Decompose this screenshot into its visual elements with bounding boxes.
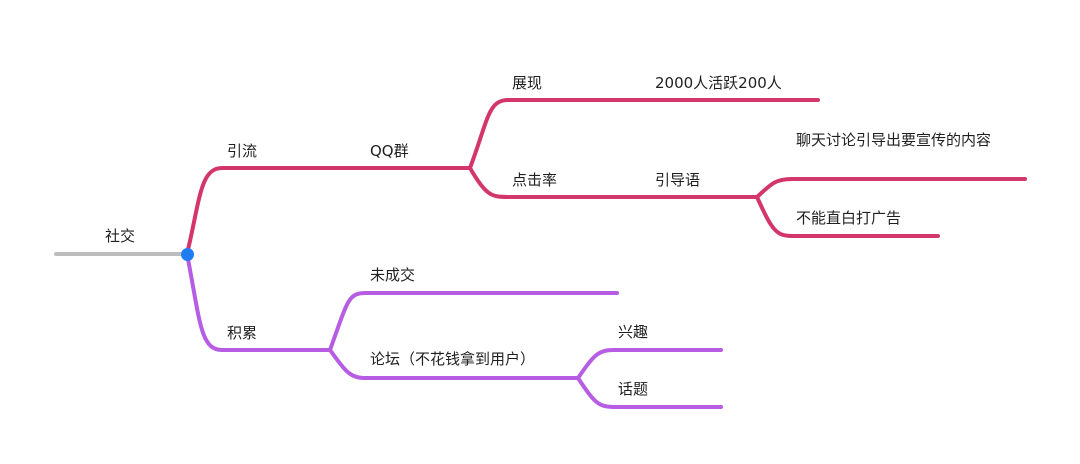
node-interest[interactable]: 兴趣 <box>618 323 649 341</box>
node-qq-group[interactable]: QQ群 <box>370 142 409 160</box>
node-guide[interactable]: 引导语 <box>655 171 701 189</box>
node-forum[interactable]: 论坛（不花钱拿到用户） <box>370 350 536 368</box>
edge-root-jilei <box>185 252 224 352</box>
edge-forum-interest <box>576 348 616 380</box>
node-yinliu[interactable]: 引流 <box>227 142 258 160</box>
node-ctr[interactable]: 点击率 <box>512 171 558 189</box>
node-show-detail[interactable]: 2000人活跃200人 <box>655 74 782 92</box>
node-root[interactable]: 社交 <box>105 227 136 245</box>
edge-jilei-forum <box>328 348 368 380</box>
edge-forum-topic <box>576 376 616 409</box>
edge-jilei-unclosed <box>328 291 368 352</box>
root-connector-dot[interactable] <box>181 248 194 261</box>
edge-guide-item1 <box>755 177 794 199</box>
edge-root-yinliu <box>185 166 224 256</box>
node-show[interactable]: 展现 <box>512 74 543 92</box>
edge-qq-ctr <box>468 166 510 199</box>
node-jilei[interactable]: 积累 <box>227 324 258 342</box>
node-guide-item1[interactable]: 聊天讨论引导出要宣传的内容 <box>796 131 992 149</box>
node-unclosed[interactable]: 未成交 <box>370 266 416 284</box>
node-topic[interactable]: 话题 <box>618 380 649 398</box>
node-guide-item2[interactable]: 不能直白打广告 <box>796 209 902 227</box>
edge-guide-item2 <box>755 195 794 238</box>
edge-qq-show <box>468 98 510 170</box>
